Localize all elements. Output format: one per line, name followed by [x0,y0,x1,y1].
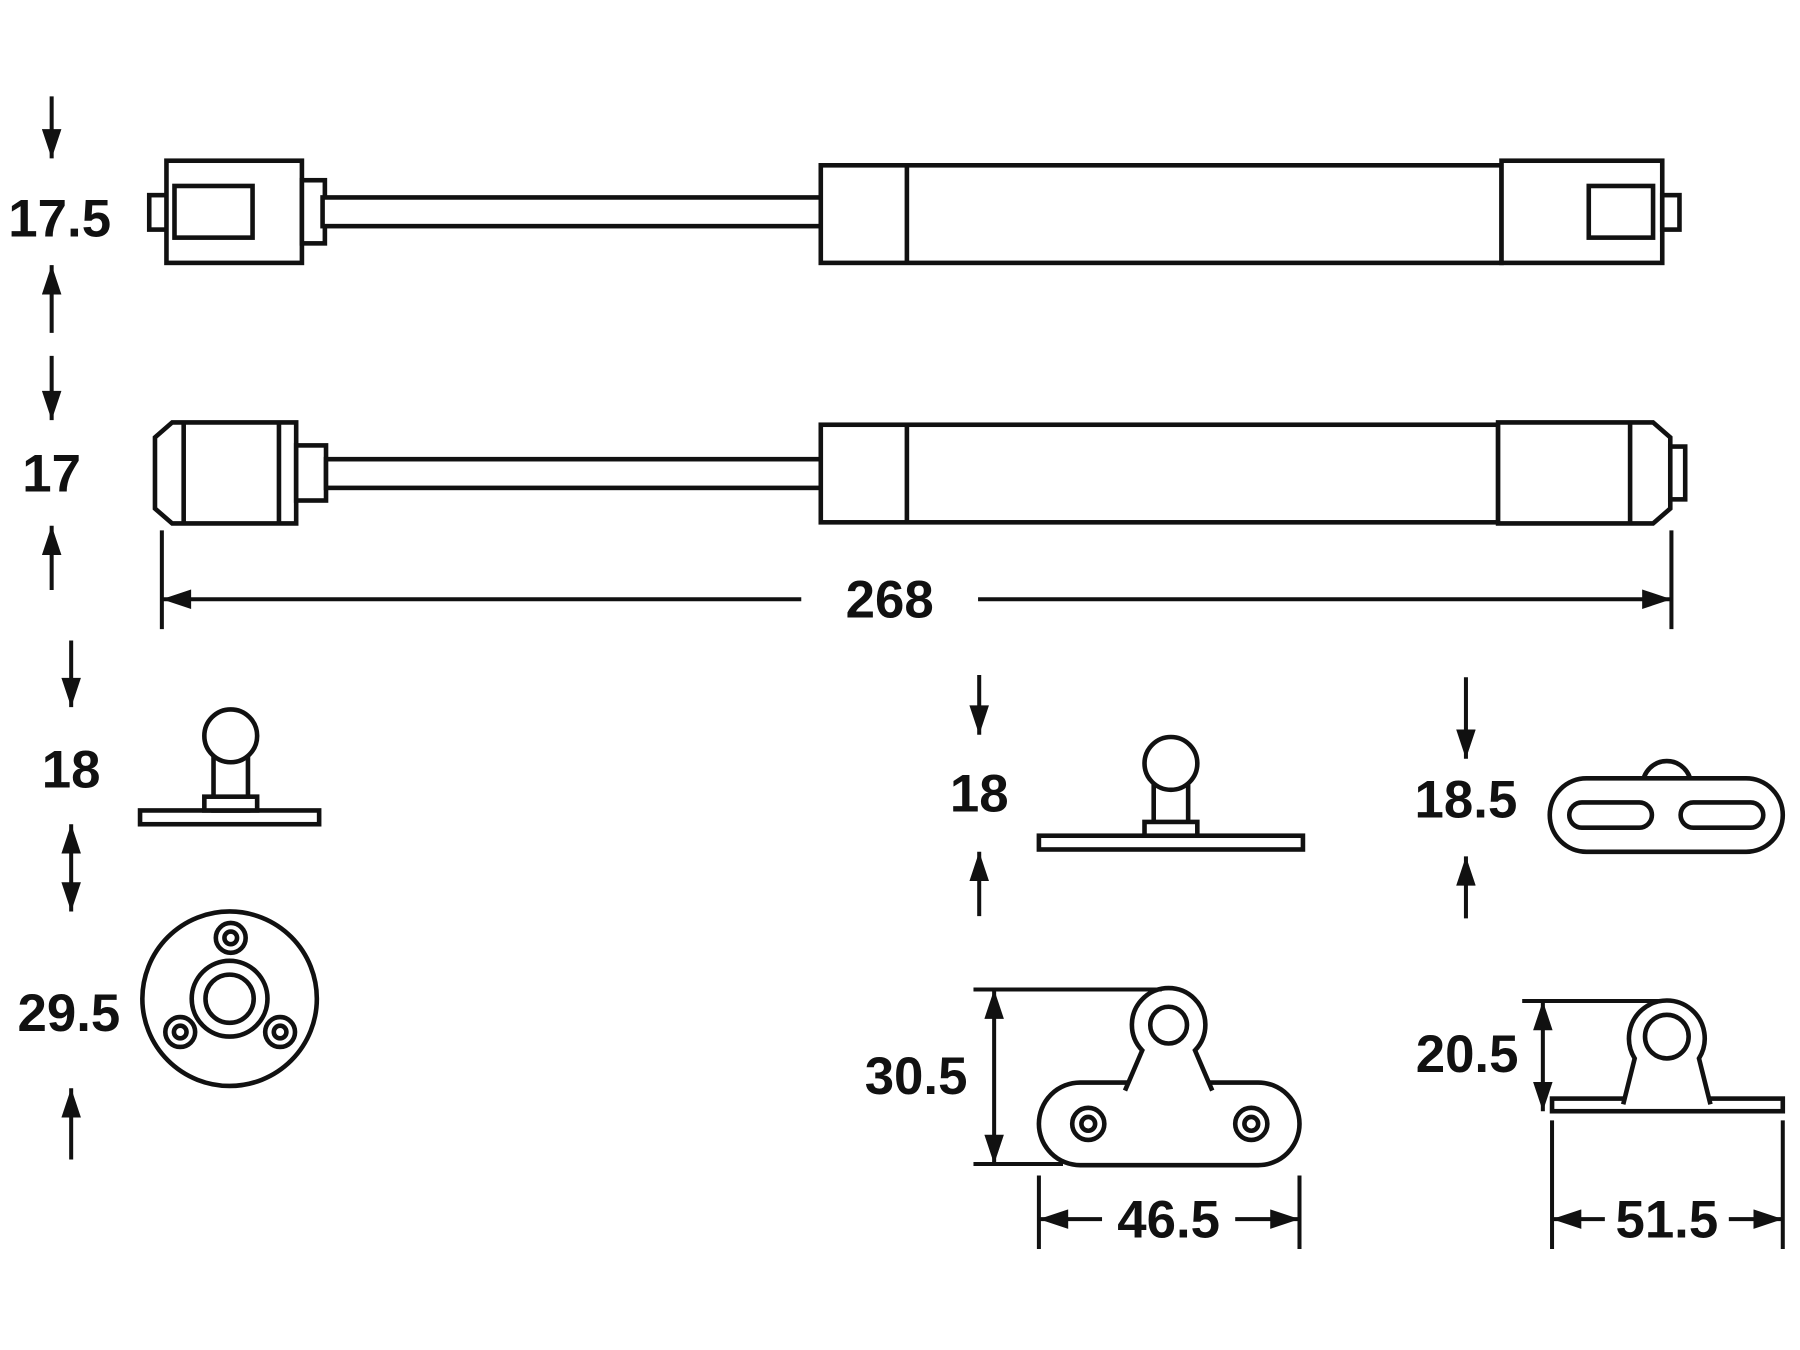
dim-label-ball-stud-left-height: 18 [42,741,101,800]
dim-lug-bracket-width: 46.5 [1036,1175,1302,1250]
dim-label-overall-length: 268 [846,571,934,630]
lug-bracket-screw-hole-right-inner [1242,1114,1261,1134]
strut2-piston-rod [323,456,824,491]
strut2-cylinder-body [818,422,1501,525]
ball-stud-mid-collar [1142,819,1200,839]
strut2-left-neck [293,443,329,503]
ball-stud-mid-side-view [1036,734,1306,852]
strut1-right-fitting-hole [1586,183,1656,240]
ball-stud-mid-ball [1142,734,1200,793]
dim-overall-length: 268 [159,530,1674,630]
strut1-piston-rod [320,195,824,229]
gas-strut-top [146,158,1682,266]
flange-center-bore-inner [203,972,256,1026]
dim-label-lug-bracket-width: 46.5 [1117,1191,1220,1250]
flange-screw-hole-right-inner [271,1023,289,1041]
ball-stud-left-collar [202,794,260,813]
dim-lug-bracket-height: 30.5 [865,987,1162,1167]
slot-plate-slot-left [1566,800,1655,830]
ball-stud-left-ball [202,707,260,765]
dim-label-strut2-height: 17 [22,444,81,503]
dim-label-lug-bracket-height: 30.5 [865,1047,968,1106]
strut2-right-end-tab [1667,444,1688,502]
dim-strut1-height: 17.5 [8,96,111,333]
slot-plate-top-view [1547,758,1786,855]
dim-label-slot-plate-height: 18.5 [1415,770,1518,829]
dim-strut2-height: 17 [22,355,81,591]
dim-label-eye-bracket-height: 20.5 [1416,1025,1519,1084]
dim-flange-diameter: 29.5 [17,984,120,1160]
flange-screw-hole-top-inner [222,929,240,947]
strut1-cylinder-body [818,163,1504,266]
lug-bracket-screw-hole-left-inner [1079,1114,1098,1134]
lug-bracket-ear-hole [1147,1004,1190,1046]
dim-label-flange-diameter: 29.5 [17,984,120,1043]
gas-strut-bottom [152,420,1688,526]
slot-plate-body [1547,776,1786,855]
strut2-right-fitting [1495,420,1673,526]
eye-bracket-side-view [1549,998,1786,1114]
strut2-left-fitting [152,420,299,526]
dim-label-strut1-height: 17.5 [8,189,111,248]
dim-slot-plate-height: 18.5 [1415,677,1518,919]
strut1-left-fitting-hole [172,183,255,240]
dim-eye-bracket-width: 51.5 [1550,1120,1785,1250]
lug-bracket-front-view [1036,985,1302,1168]
ball-stud-left-side-view [137,707,322,827]
dim-ball-stud-left-height: 18 [42,640,101,912]
dim-ball-stud-mid-height: 18 [950,675,1009,917]
strut1-right-end-tab [1659,192,1682,232]
eye-bracket-ear-hole [1642,1012,1691,1061]
dim-label-ball-stud-mid-height: 18 [950,765,1009,824]
slot-plate-slot-right [1678,800,1766,830]
dim-label-eye-bracket-width: 51.5 [1615,1191,1718,1250]
round-flange-top-view [140,909,320,1089]
flange-screw-hole-left-inner [171,1023,189,1041]
dim-eye-bracket-height: 20.5 [1416,999,1660,1112]
